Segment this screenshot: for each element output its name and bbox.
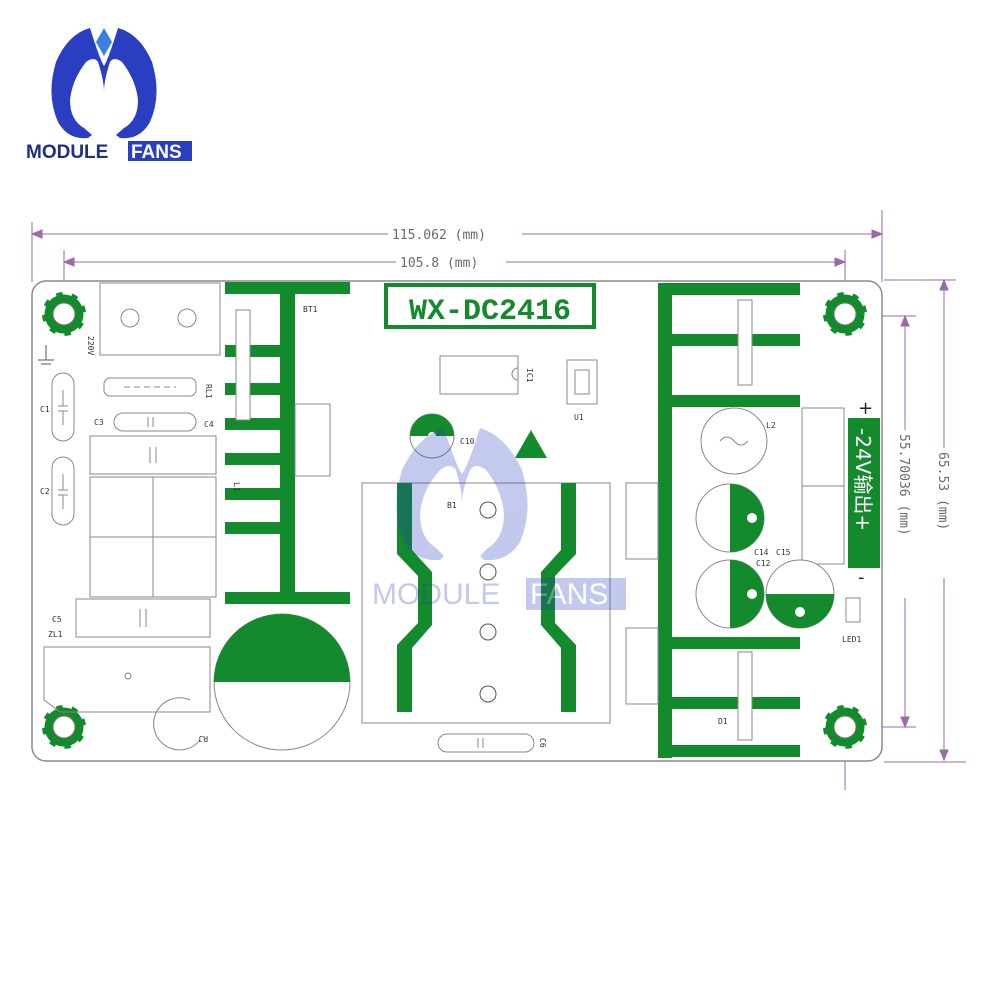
cap-c5 [75, 598, 211, 638]
output-plus: + [858, 398, 873, 419]
input-terminal [99, 282, 221, 356]
watermark: MODULE FANS [372, 428, 626, 611]
relay-rl1 [235, 309, 251, 421]
transformer-pins [479, 501, 497, 703]
thermistor-zl1 [43, 646, 211, 713]
watermark-m-icon [396, 428, 528, 561]
label-c6: C6 [538, 738, 547, 748]
mounting-hole-top-right [820, 289, 870, 339]
output-terminal [801, 407, 845, 487]
cap-c3 [113, 412, 197, 432]
logo-name-right: FANS [131, 142, 182, 163]
led-led1 [845, 597, 861, 623]
dim-height-outer: 65.53 (mm) [935, 452, 950, 530]
bt1-outline [294, 403, 331, 477]
dimension-labels: 115.062 (mm) 105.8 (mm) 65.53 (mm) 55.70… [388, 226, 952, 598]
cap-c10 [409, 413, 455, 459]
label-c5: C5 [52, 615, 62, 624]
label-d1: D1 [718, 717, 728, 726]
ground-icon [38, 345, 54, 365]
module-fans-logo: MODULE FANS [26, 28, 192, 163]
silkscreen-labels: BT1 RL1 220V C1 C2 C3 C4 L1 C5 ZL1 RJ IC… [40, 305, 861, 748]
left-section [38, 282, 221, 751]
label-l2: L2 [766, 421, 776, 430]
mounting-holes [39, 289, 870, 752]
label-c12: C12 [756, 559, 771, 568]
label-rl1: RL1 [204, 384, 213, 399]
chip-ic1 [439, 355, 519, 395]
label-c14: C14 [754, 548, 769, 557]
label-ic1: IC1 [525, 368, 534, 383]
label-u1: U1 [574, 413, 584, 422]
diode-d1 [737, 651, 753, 741]
output-minus: - [858, 567, 865, 588]
resistor-rj [153, 697, 201, 751]
watermark-name-left: MODULE [372, 578, 500, 611]
label-input: 220V [86, 336, 95, 355]
regulator-u1 [566, 359, 598, 405]
right-parts [625, 299, 861, 741]
label-c15: C15 [776, 548, 791, 557]
model-label: WX-DC2416 [384, 283, 596, 329]
cap-c2 [51, 456, 75, 526]
label-bt1: BT1 [303, 305, 318, 314]
output-label-box: -24V输出+ + - [848, 398, 880, 588]
mounting-hole-top-left [39, 289, 89, 339]
schottky-top [737, 299, 753, 386]
label-led1: LED1 [842, 635, 861, 644]
left-copper [225, 282, 350, 604]
cap-c12 [695, 559, 765, 629]
logo-fans-box [128, 141, 192, 161]
label-zl1: ZL1 [48, 630, 63, 639]
dim-height-holes: 55.70036 (mm) [896, 434, 911, 536]
label-b1: B1 [447, 501, 457, 510]
logo-name-left: MODULE [26, 142, 108, 163]
label-c2: C2 [40, 487, 50, 496]
inductor-l2 [700, 407, 768, 475]
label-c3: C3 [94, 418, 104, 427]
label-rj: RJ [198, 734, 208, 743]
bulk-capacitor [213, 613, 351, 751]
label-c4: C4 [204, 420, 214, 429]
dim-width-holes: 105.8 (mm) [400, 256, 478, 271]
cap-c14 [695, 483, 765, 553]
watermark-name-right: FANS [530, 578, 608, 611]
fuse [103, 377, 197, 397]
output-cap-left-top [625, 482, 659, 560]
output-label: -24V输出+ [851, 428, 875, 531]
label-l1: L1 [232, 482, 241, 492]
output-cap-left-bottom [625, 627, 659, 705]
esd-warning-icon [515, 430, 547, 458]
cap-c1 [51, 372, 75, 442]
right-copper [658, 283, 800, 758]
cap-c6 [437, 733, 535, 753]
mounting-hole-bottom-left [39, 702, 89, 752]
left-overlays [235, 309, 331, 477]
board-model: WX-DC2416 [409, 295, 571, 329]
label-c1: C1 [40, 405, 50, 414]
transformer-copper [397, 483, 576, 712]
cap-c4 [89, 435, 217, 475]
label-c10: C10 [460, 437, 475, 446]
logo-diamond-icon [96, 28, 112, 56]
logo-m-icon [51, 28, 157, 139]
dim-width-outer: 115.062 (mm) [392, 228, 486, 243]
mounting-hole-bottom-right [820, 702, 870, 752]
cap-c15 [765, 559, 835, 629]
